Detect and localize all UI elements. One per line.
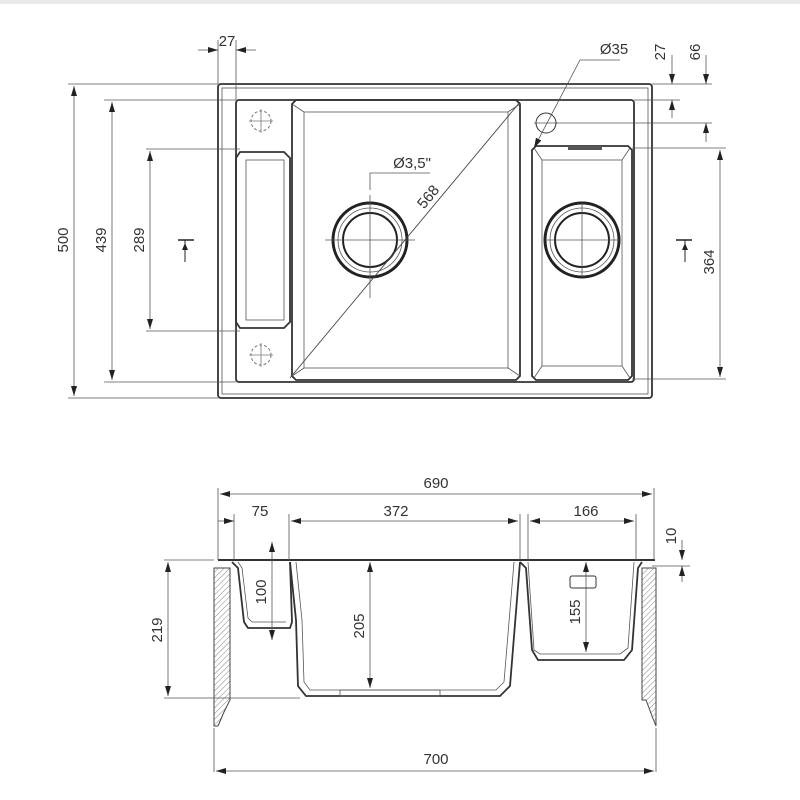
- dim-drainer-width: 75: [252, 503, 269, 520]
- top-border: [0, 0, 800, 4]
- countertop-right: [641, 567, 657, 727]
- dim-rim-thickness: 10: [663, 528, 680, 545]
- dim-left-margin: 27: [219, 33, 236, 50]
- dim-tap-offset-center: 66: [687, 44, 704, 61]
- tap-hole-leader: [533, 59, 620, 149]
- small-bowl: [531, 145, 633, 381]
- dim-main-bowl-diagonal: 568: [414, 182, 443, 212]
- drain-leader: [369, 172, 430, 190]
- dim-overall-depth: 500: [55, 227, 72, 252]
- dim-small-bowl-width: 166: [573, 503, 598, 520]
- overflow-bottom-icon: [249, 343, 273, 367]
- dim-tap-hole-diameter: Ø35: [600, 41, 628, 58]
- sink-outline: [217, 83, 653, 399]
- diagonal-dimension-line: [289, 101, 521, 379]
- dim-main-bowl-width: 372: [383, 503, 408, 520]
- dim-drainer-depth: 100: [253, 579, 270, 604]
- dim-tap-offset-top: 27: [652, 44, 669, 61]
- inner-deck: [235, 99, 635, 383]
- countertop-left: [213, 567, 231, 727]
- overflow-icon: [569, 575, 597, 589]
- overflow-top-icon: [249, 109, 273, 133]
- small-bowl-profile: [519, 561, 643, 661]
- section-view: 690 75 372 166 10 219 100 205 155 700: [149, 475, 690, 774]
- drainer-profile: [231, 561, 293, 629]
- dim-main-bowl-depth: 205: [351, 613, 368, 638]
- top-view: 27 Ø35 27 66 500 439 289 364 568 Ø3,5": [55, 33, 726, 399]
- dim-small-bowl-depth: 155: [567, 599, 584, 624]
- small-drain-icon: [543, 201, 621, 279]
- dim-small-bowl-depth: 364: [701, 249, 718, 274]
- dim-drain-diameter: Ø3,5": [393, 155, 431, 172]
- dim-overall-height: 219: [149, 617, 166, 642]
- dim-overall-width-bottom: 700: [423, 751, 448, 768]
- section-marker-right: [676, 239, 692, 262]
- main-bowl-profile: [289, 561, 521, 697]
- tap-hole-icon: [534, 112, 558, 134]
- dim-inner-depth: 439: [93, 227, 110, 252]
- drainer-recess: [235, 151, 291, 329]
- dim-drainer-depth: 289: [131, 227, 148, 252]
- section-marker-left: [178, 239, 194, 262]
- dim-overall-width-top: 690: [423, 475, 448, 492]
- overflow-slot: [568, 146, 602, 150]
- main-drain-icon: [325, 195, 415, 298]
